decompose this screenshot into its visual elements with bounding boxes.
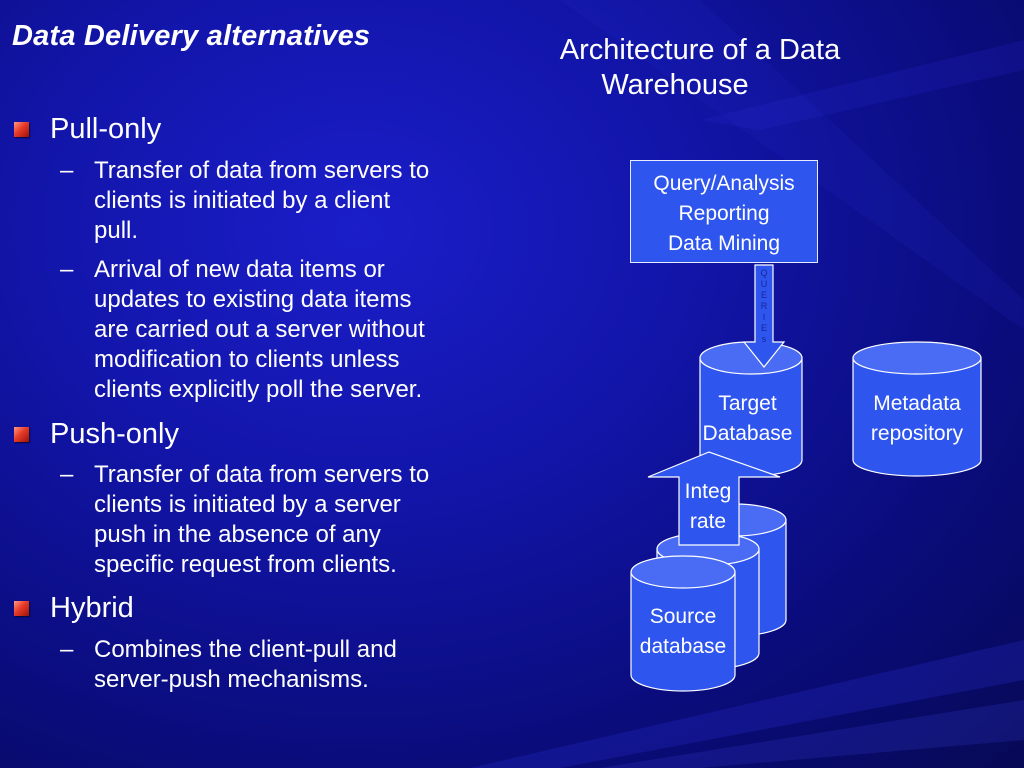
sub-bullet: – Arrival of new data items or updates t… — [60, 255, 500, 405]
bullet-push-only: Push-only — [14, 418, 179, 451]
queries-arrow-label: Q U E R I E s — [755, 268, 773, 345]
dash-icon: – — [60, 256, 74, 283]
query-box-line: Reporting — [678, 202, 770, 225]
source-database-label: Source database — [626, 602, 740, 662]
diagram-title-line: Architecture of a Data — [559, 34, 841, 66]
label-line: Integ — [684, 480, 732, 503]
sub-bullet-line: server-push mechanisms. — [94, 666, 369, 693]
label-line: Database — [702, 422, 793, 445]
queries-letter: R — [760, 301, 768, 311]
integrate-label: Integ rate — [676, 477, 740, 537]
diagram-title: Architecture of a Data Warehouse — [520, 33, 880, 103]
dash-icon: – — [60, 636, 74, 663]
sub-bullet-line: modification to clients unless — [94, 346, 400, 373]
queries-letter: I — [762, 312, 766, 322]
label-line: repository — [870, 422, 964, 445]
source-database-cylinder-front — [630, 555, 736, 692]
bullet-pull-only: Pull-only — [14, 113, 161, 146]
sub-bullet: – Combines the client-pull and server-pu… — [60, 635, 500, 695]
queries-arrow — [742, 264, 786, 368]
bullet-hybrid: Hybrid — [14, 592, 134, 625]
sub-bullet-line: push in the absence of any — [94, 521, 381, 548]
queries-letter: E — [760, 323, 767, 333]
bullet-square-icon — [14, 427, 29, 442]
bullet-square-icon — [14, 122, 29, 137]
dash-icon: – — [60, 157, 74, 184]
label-line: Source — [649, 605, 717, 628]
metadata-repository-cylinder — [852, 341, 982, 477]
label-line: Metadata — [873, 392, 961, 415]
bullet-square-icon — [14, 601, 29, 616]
target-database-label: Target Database — [690, 389, 805, 449]
dash-icon: – — [60, 461, 74, 488]
bullet-label: Hybrid — [50, 592, 134, 624]
queries-letter: s — [761, 334, 767, 344]
bullet-label: Pull-only — [50, 113, 162, 145]
sub-bullet-line: Transfer of data from servers to — [94, 461, 430, 488]
sub-bullet-line: pull. — [94, 217, 139, 244]
diagram-title-line: Warehouse — [601, 69, 749, 101]
sub-bullet-line: clients is initiated by a server — [94, 491, 401, 518]
sub-bullet-line: specific request from clients. — [94, 551, 397, 578]
bullet-label: Push-only — [50, 418, 179, 450]
query-box-line: Data Mining — [667, 232, 781, 255]
sub-bullet-line: are carried out a server without — [94, 316, 425, 343]
sub-bullet-line: clients is initiated by a client — [94, 187, 391, 214]
sub-bullet: – Transfer of data from servers to clien… — [60, 460, 500, 580]
query-analysis-box: Query/Analysis Reporting Data Mining — [630, 160, 818, 263]
sub-bullet-line: Transfer of data from servers to — [94, 157, 430, 184]
label-line: database — [639, 635, 727, 658]
integrate-arrow — [647, 451, 781, 546]
queries-letter: U — [760, 279, 768, 289]
queries-letter: Q — [760, 268, 768, 278]
slide-title: Data Delivery alternatives — [12, 20, 371, 52]
sub-bullet-line: Arrival of new data items or — [94, 256, 385, 283]
metadata-repository-label: Metadata repository — [853, 389, 981, 449]
label-line: Target — [718, 392, 777, 415]
sub-bullet-line: updates to existing data items — [94, 286, 412, 313]
sub-bullet: – Transfer of data from servers to clien… — [60, 156, 500, 246]
sub-bullet-line: clients explicitly poll the server. — [94, 376, 423, 403]
queries-letter: E — [760, 290, 767, 300]
query-box-line: Query/Analysis — [653, 172, 795, 195]
sub-bullet-line: Combines the client-pull and — [94, 636, 397, 663]
label-line: rate — [689, 510, 727, 533]
